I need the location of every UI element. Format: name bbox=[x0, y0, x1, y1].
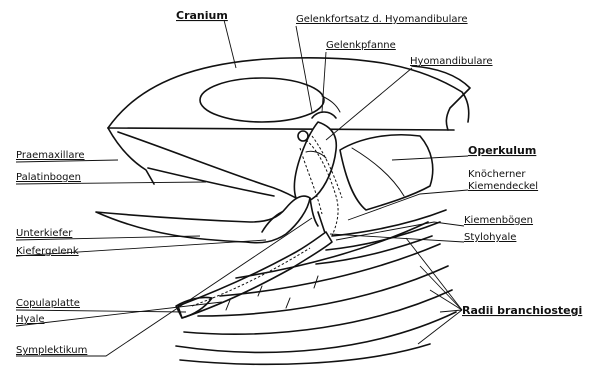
palatinbogen-bone bbox=[118, 132, 300, 200]
operculum-edge bbox=[352, 148, 404, 196]
leader-radii-5 bbox=[418, 310, 462, 344]
label-hyale: Hyale bbox=[16, 314, 45, 325]
label-symplektikum: Symplektikum bbox=[16, 345, 87, 356]
label-radii: Radii branchiostegi bbox=[462, 304, 582, 317]
label-copulaplatte: Copulaplatte bbox=[16, 298, 80, 309]
leader-radii-4 bbox=[440, 310, 462, 312]
leader-gelenkfortsatz bbox=[296, 26, 312, 112]
unterkiefer-bone bbox=[96, 196, 310, 243]
label-gelenkfortsatz: Gelenkfortsatz d. Hyomandibulare bbox=[296, 14, 468, 25]
label-knoecherner-1: Knöcherner bbox=[468, 169, 526, 180]
leader-operkulum bbox=[392, 156, 468, 160]
cranium-inner bbox=[322, 96, 340, 112]
label-hyomandibulare: Hyomandibulare bbox=[410, 56, 493, 67]
label-kiemenboegen: Kiemenbögen bbox=[464, 215, 533, 226]
label-kiefergelenk: Kiefergelenk bbox=[16, 246, 79, 257]
operculum-plate bbox=[340, 135, 433, 210]
label-operkulum: Operkulum bbox=[468, 144, 536, 157]
label-stylohyale: Stylohyale bbox=[464, 232, 516, 243]
label-cranium: Cranium bbox=[176, 9, 228, 22]
leader-knoecherner bbox=[348, 190, 468, 220]
cranium-rear bbox=[412, 66, 470, 130]
kiemenbogen-2 bbox=[326, 222, 440, 250]
leader-radii-1 bbox=[406, 238, 462, 310]
orbit bbox=[200, 78, 324, 122]
label-palatinbogen: Palatinbogen bbox=[16, 172, 81, 183]
label-gelenkpfanne: Gelenkpfanne bbox=[326, 40, 396, 51]
leader-copulaplatte bbox=[16, 310, 186, 312]
leader-cranium bbox=[224, 20, 236, 68]
cranium-base bbox=[108, 128, 454, 130]
label-knoecherner-2: Kiemendeckel bbox=[468, 181, 538, 192]
gelenkpfanne-cup bbox=[312, 112, 336, 118]
kiemenbogen-3 bbox=[316, 236, 432, 264]
label-unterkiefer: Unterkiefer bbox=[16, 228, 73, 239]
cranium-outline bbox=[108, 58, 469, 128]
leader-radii-2 bbox=[420, 266, 462, 310]
label-praemaxillare: Praemaxillare bbox=[16, 150, 85, 161]
radius-6 bbox=[180, 344, 430, 364]
radius-5 bbox=[176, 312, 456, 352]
symplektikum-bone bbox=[310, 198, 318, 226]
